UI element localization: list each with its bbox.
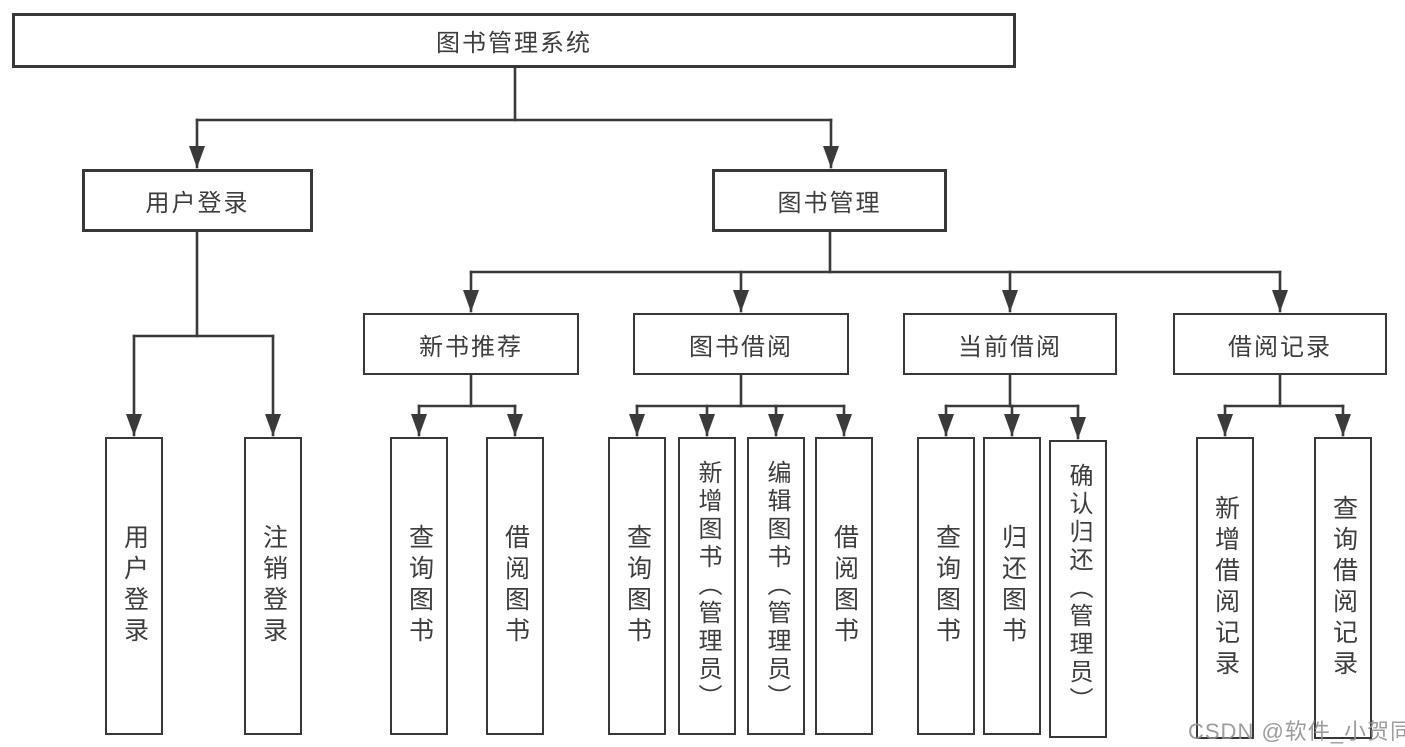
leaf-user-login: 用户登录	[105, 437, 163, 735]
leaf-label: 查询借阅记录	[1329, 495, 1358, 681]
leaf-borrow-book-1: 借阅图书	[486, 437, 544, 735]
node-book-management: 图书管理	[712, 169, 947, 232]
leaf-label: 查询图书	[405, 524, 434, 648]
node-label: 图书管理	[777, 190, 882, 217]
leaf-add-borrow-record: 新增借阅记录	[1196, 437, 1254, 739]
csdn-watermark: CSDN @软件_小贺同学	[1188, 719, 1405, 744]
leaf-label: 借阅图书	[830, 524, 859, 648]
leaf-query-book-3: 查询图书	[917, 437, 975, 735]
leaf-query-borrow-record: 查询借阅记录	[1314, 437, 1372, 739]
leaf-label: 查询图书	[623, 524, 652, 648]
node-current-borrow: 当前借阅	[903, 313, 1117, 375]
leaf-label: 借阅图书	[501, 524, 530, 648]
leaf-confirm-return-admin: 确认归还（管理员）	[1049, 440, 1107, 738]
node-new-book-recommend: 新书推荐	[363, 313, 579, 375]
leaf-logout: 注销登录	[244, 437, 302, 735]
leaf-query-book-1: 查询图书	[390, 437, 448, 735]
leaf-label: 注销登录	[259, 524, 288, 648]
leaf-label: 用户登录	[120, 524, 149, 648]
leaf-label: 编辑图书（管理员）	[763, 460, 790, 712]
node-book-borrow: 图书借阅	[633, 313, 849, 375]
leaf-label: 新增借阅记录	[1211, 495, 1240, 681]
node-label: 图书管理系统	[436, 30, 592, 57]
node-label: 当前借阅	[958, 333, 1062, 361]
leaf-query-book-2: 查询图书	[608, 437, 666, 735]
node-user-login: 用户登录	[82, 169, 313, 232]
node-label: 用户登录	[145, 190, 250, 217]
node-label: 新书推荐	[419, 333, 523, 361]
node-label: 借阅记录	[1228, 333, 1332, 361]
leaf-label: 确认归还（管理员）	[1065, 463, 1092, 715]
leaf-label: 归还图书	[998, 524, 1027, 648]
leaf-return-book: 归还图书	[983, 437, 1041, 735]
leaf-add-book-admin: 新增图书（管理员）	[678, 437, 736, 735]
leaf-label: 查询图书	[932, 524, 961, 648]
leaf-edit-book-admin: 编辑图书（管理员）	[747, 437, 805, 735]
node-library-system: 图书管理系统	[12, 13, 1016, 68]
node-label: 图书借阅	[689, 333, 793, 361]
leaf-borrow-book-2: 借阅图书	[815, 437, 873, 735]
node-borrow-record: 借阅记录	[1173, 313, 1387, 375]
leaf-label: 新增图书（管理员）	[694, 460, 721, 712]
